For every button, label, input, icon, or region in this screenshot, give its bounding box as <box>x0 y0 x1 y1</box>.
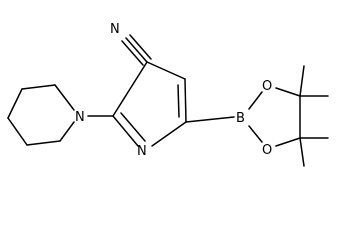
boron-oxygen-top-bond <box>248 91 263 110</box>
methyl-bottom-down <box>299 137 305 167</box>
nitrile-group <box>121 34 152 66</box>
c5-boron-bond <box>185 116 235 123</box>
pinacol-boronate <box>185 65 329 167</box>
background <box>0 0 348 174</box>
oxygen-top-carbon-bond <box>275 87 301 97</box>
ring-bond-c4-c5 <box>184 78 187 123</box>
ring-bond-c5-c6 <box>151 121 187 147</box>
piperidine-bond-6 <box>59 121 75 142</box>
piperidine-bond-2 <box>21 84 56 90</box>
nitrile-bond-3 <box>129 34 152 60</box>
ring-bond-c2-c3 <box>112 61 148 117</box>
nitrile-bond-1 <box>125 37 148 63</box>
atom-label-oxygen-top: O <box>262 79 272 94</box>
boron-oxygen-bottom-bond <box>248 125 263 143</box>
chemical-structure-diagram: N N N B O O <box>0 0 348 174</box>
atom-label-oxygen-bottom: O <box>262 143 272 158</box>
atom-label-piperidine-n: N <box>75 110 85 125</box>
oxygen-bottom-carbon-bond <box>275 137 301 147</box>
piperidine-bond-4 <box>7 117 28 146</box>
ring-bond-n1-c2-inner <box>120 112 146 142</box>
ring-bond-c3-c4 <box>146 61 186 80</box>
nitrile-bond-2 <box>121 40 144 66</box>
ring-bond-c4-c5-inner <box>177 84 180 118</box>
pyridine-ring <box>112 61 187 147</box>
piperidine-bond-1 <box>54 84 75 111</box>
methyl-top-up <box>299 65 305 97</box>
piperidine-ring <box>7 84 114 146</box>
piperidine-bond-5 <box>26 140 61 146</box>
atom-label-nitrile-n: N <box>110 22 120 37</box>
atom-label-boron: B <box>236 111 245 126</box>
atom-label-pyridine-n: N <box>137 144 147 159</box>
piperidine-bond-3 <box>7 88 23 119</box>
ring-bond-n1-c2 <box>112 115 139 147</box>
